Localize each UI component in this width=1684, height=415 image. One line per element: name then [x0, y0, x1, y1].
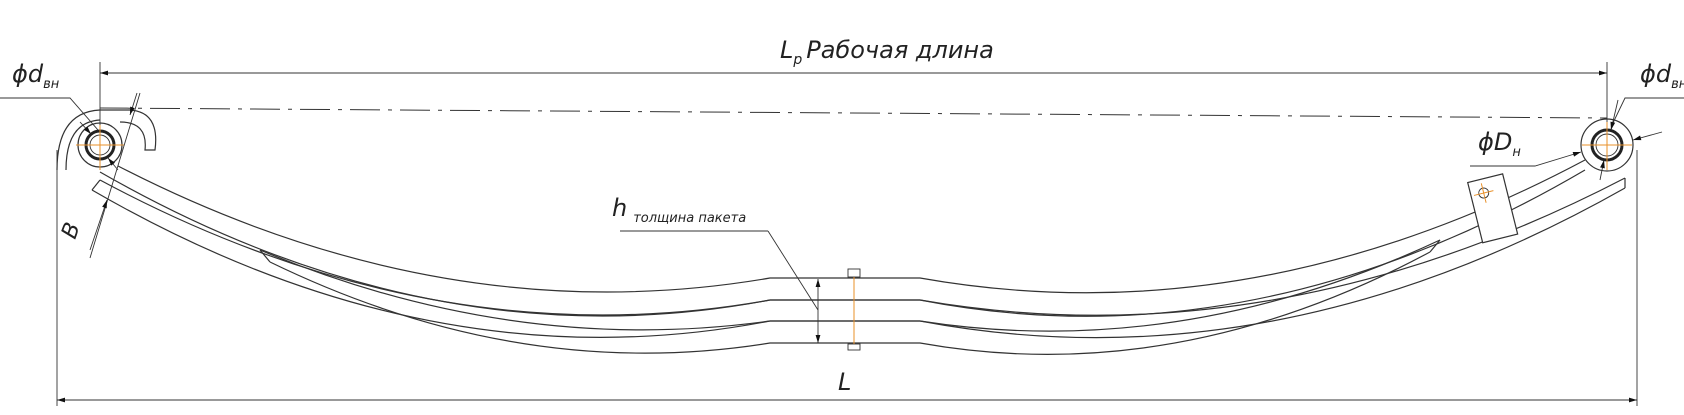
right-eye [1580, 118, 1634, 172]
leaf-end [1429, 239, 1441, 253]
leaf-end [91, 179, 101, 191]
leaf-edge-6 [269, 251, 1431, 355]
spring-leaves [91, 159, 1626, 355]
leaf-edge-4 [91, 187, 1626, 339]
leaf-edge-3 [99, 177, 1626, 316]
overall-length-dimension: L [56, 150, 1638, 406]
center-bolt [847, 268, 861, 351]
center-line [99, 107, 1608, 119]
outer-diameter: ϕDн [1470, 128, 1663, 167]
width-label: B [57, 219, 86, 242]
inner-diameter-left: ϕdвн [0, 60, 119, 171]
overall-length-label: L [838, 368, 851, 396]
inner-diameter-right: ϕdвн [1599, 60, 1684, 181]
inner-diameter-right-label: ϕdвн [1640, 60, 1684, 92]
left-eye [56, 109, 157, 171]
outer-diameter-label: ϕDн [1478, 128, 1521, 160]
inner-diameter-left-label: ϕdвн [12, 60, 60, 92]
leaf-edge-5 [259, 239, 1441, 332]
rebound-clamp [1466, 173, 1519, 244]
leaf-edge-2 [99, 169, 1586, 317]
width-dimension: B [57, 92, 141, 259]
leaf-edge-1 [117, 159, 1586, 294]
leaf-end [259, 249, 271, 263]
